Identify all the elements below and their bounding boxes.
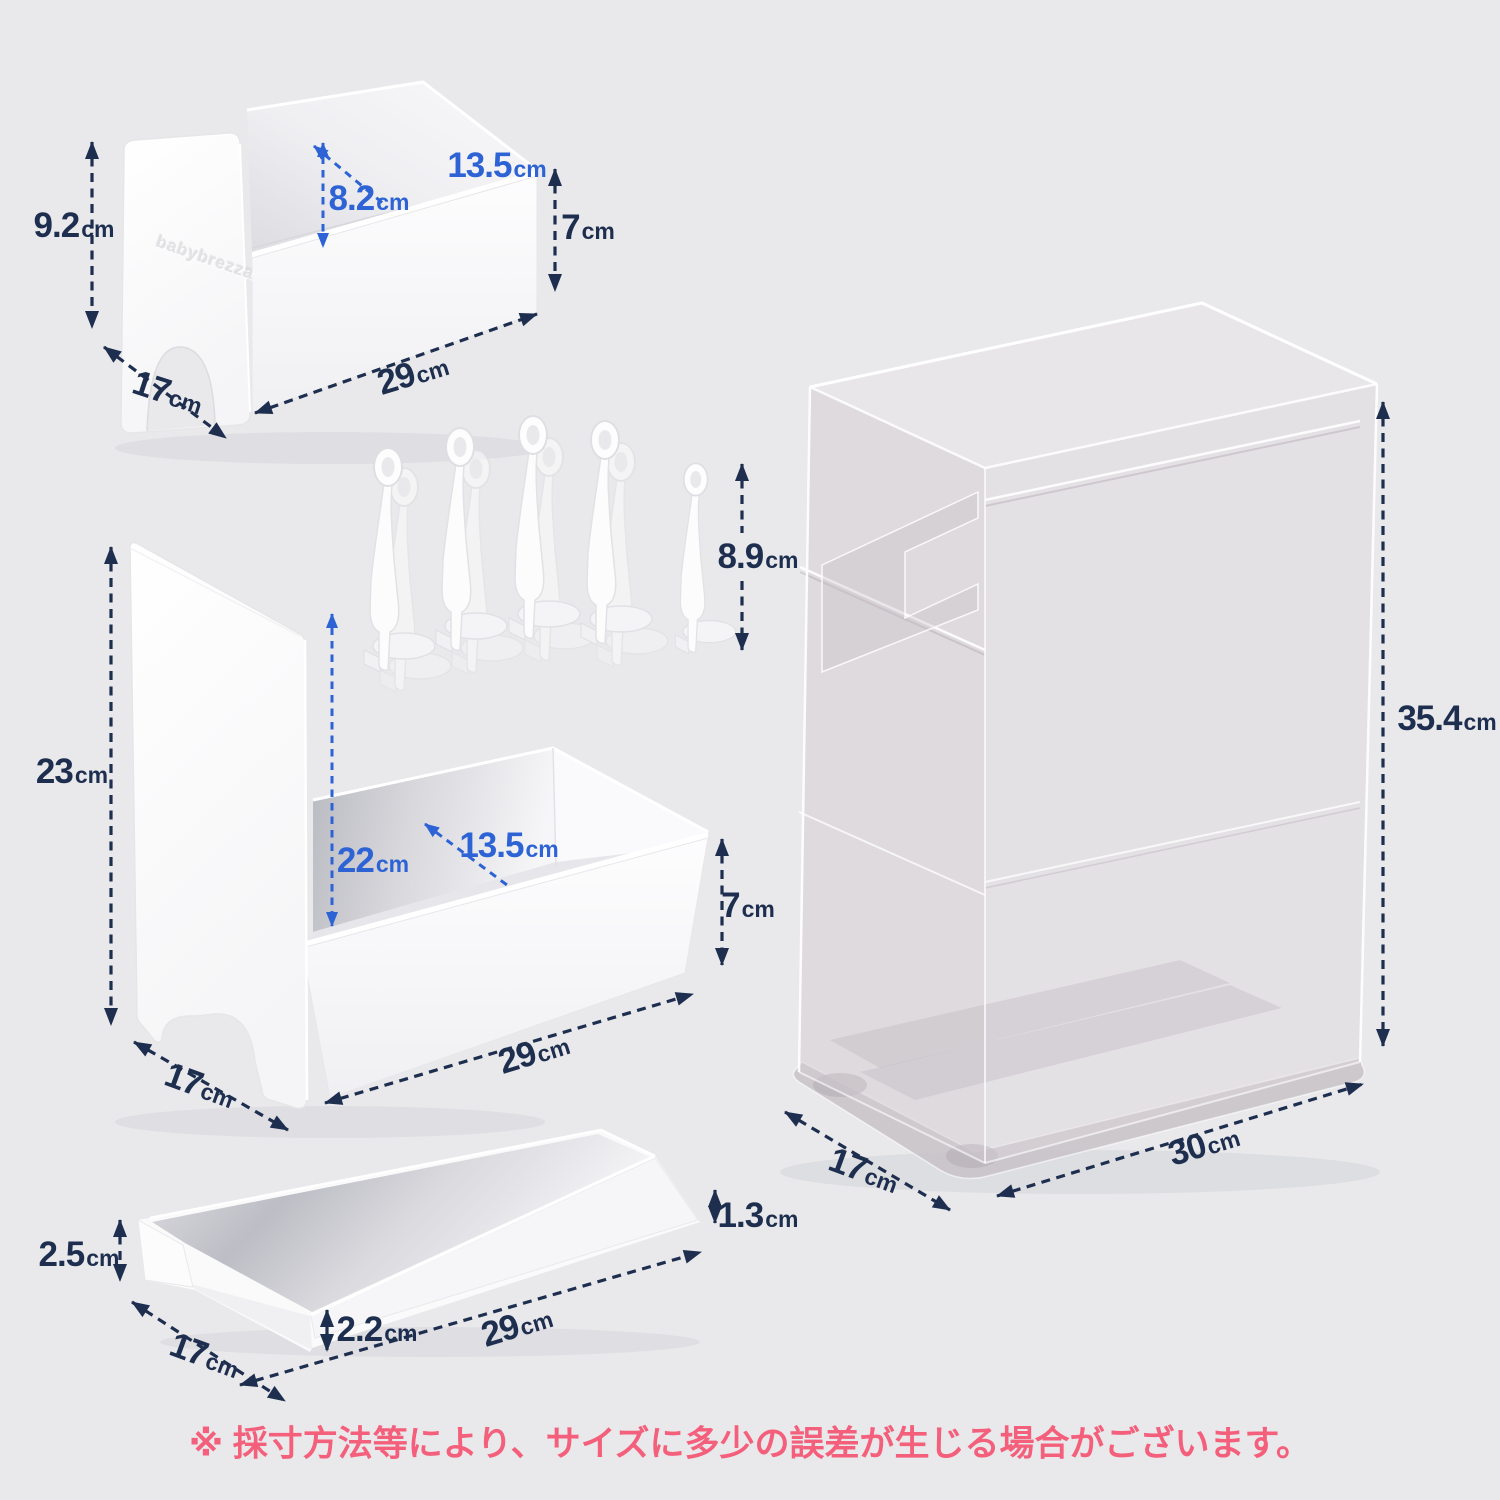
measurement-disclaimer: ※ 採寸方法等により、サイズに多少の誤差が生じる場合がございます。 [188,1424,1312,1464]
dimension-arrows-blue [313,142,508,927]
tray-illustration [137,1128,700,1352]
cover-illustration [792,301,1379,1180]
dimension-arrows [85,141,1390,1403]
